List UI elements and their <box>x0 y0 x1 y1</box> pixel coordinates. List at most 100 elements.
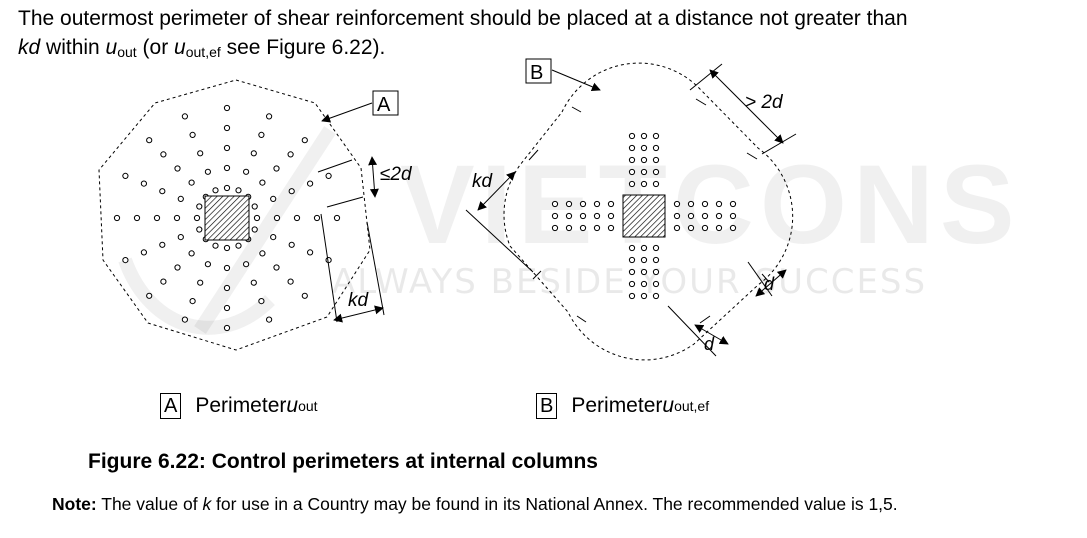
shear-stud <box>146 292 153 299</box>
shear-stud <box>189 131 196 138</box>
shear-stud <box>251 226 258 233</box>
dim-kd-b-ext <box>465 209 534 273</box>
shear-stud <box>313 214 321 222</box>
shear-stud <box>628 256 636 264</box>
shear-stud <box>287 151 294 158</box>
shear-stud <box>212 242 219 249</box>
shear-stud <box>235 187 242 194</box>
watermark-slogan: ALWAYS BESIDE YOUR SUCCESS <box>332 262 928 302</box>
dim-2d-ext-bottom <box>326 196 364 208</box>
figure-caption: Figure 6.22: Control perimeters at inter… <box>88 450 598 473</box>
shear-stud <box>266 113 273 120</box>
dim-kd-label-a: kd <box>348 290 370 311</box>
shear-stud <box>250 279 257 286</box>
tag-b: B <box>530 62 543 84</box>
shear-stud <box>133 214 141 222</box>
shear-stud <box>301 137 308 144</box>
note-text-1: The value of <box>96 494 203 514</box>
shear-stud <box>652 244 660 252</box>
shear-stud <box>223 124 231 132</box>
shear-stud <box>701 200 709 208</box>
shear-stud <box>140 180 147 187</box>
shear-stud <box>579 200 587 208</box>
shear-stud <box>197 150 204 157</box>
shear-stud <box>223 104 231 112</box>
shear-stud <box>628 144 636 152</box>
shear-stud <box>250 150 257 157</box>
shear-stud <box>628 280 636 288</box>
shear-stud <box>197 279 204 286</box>
shear-stud <box>189 298 196 305</box>
dim-kd-line <box>333 305 384 323</box>
shear-stud <box>729 224 737 232</box>
shear-stud <box>628 292 636 300</box>
dim-gt2d-line <box>709 69 784 144</box>
shear-stud <box>551 200 559 208</box>
shear-stud <box>652 292 660 300</box>
shear-stud <box>160 278 167 285</box>
shear-stud <box>204 168 211 175</box>
shear-stud <box>640 268 648 276</box>
shear-stud <box>188 179 195 186</box>
legend-a-tag: A <box>160 393 182 419</box>
intro-text-2: within <box>40 36 106 59</box>
shear-stud <box>153 214 161 222</box>
shear-stud <box>288 241 295 248</box>
shear-stud <box>640 280 648 288</box>
shear-stud <box>212 187 219 194</box>
shear-stud <box>196 203 203 210</box>
dim-d-label-bottom: d <box>704 334 715 354</box>
shear-stud <box>223 164 231 172</box>
shear-stud <box>565 224 573 232</box>
shear-stud <box>579 212 587 220</box>
shear-stud <box>640 156 648 164</box>
shear-stud <box>607 212 615 220</box>
shear-stud <box>159 241 166 248</box>
shear-stud <box>652 180 660 188</box>
figure-b: B > 2d kd d d <box>465 58 797 361</box>
shear-stud <box>223 264 231 272</box>
shear-stud <box>177 195 184 202</box>
shear-stud <box>640 132 648 140</box>
watermark-logo-icon <box>118 126 336 335</box>
dim-d-right-line <box>755 269 787 297</box>
shear-stud <box>640 144 648 152</box>
shear-stud <box>652 256 660 264</box>
shear-stud <box>258 131 265 138</box>
perimeter-u-outef <box>503 62 794 361</box>
shear-stud <box>196 226 203 233</box>
shear-stud <box>673 200 681 208</box>
tag-a-box <box>372 90 399 116</box>
shear-stud <box>687 224 695 232</box>
shear-stud <box>607 200 615 208</box>
shear-stud <box>715 212 723 220</box>
tag-b-box <box>525 58 552 84</box>
legend-a-text: Perimeter <box>195 394 287 417</box>
shear-stud <box>273 165 280 172</box>
note-text-2: for use in a Country may be found in its… <box>211 494 898 514</box>
shear-stud <box>223 144 231 152</box>
shear-stud <box>687 200 695 208</box>
note-label: Note: <box>52 494 97 514</box>
shear-stud <box>223 284 231 292</box>
dim-2d-line <box>368 156 379 198</box>
shear-stud <box>293 214 301 222</box>
shear-stud <box>640 180 648 188</box>
shear-stud <box>270 234 277 241</box>
shear-stud <box>325 172 332 179</box>
dim-2d-ext-top <box>317 159 353 173</box>
shear-stud <box>593 200 601 208</box>
dim-kd-b-line <box>477 171 516 211</box>
shear-stud <box>193 214 201 222</box>
shear-stud <box>652 168 660 176</box>
shear-stud <box>259 250 266 257</box>
intro-text-3: (or <box>136 36 175 59</box>
shear-stud <box>593 224 601 232</box>
column-a <box>204 195 250 241</box>
shear-stud <box>729 212 737 220</box>
legend-b-text: Perimeter <box>571 394 663 417</box>
shear-stud <box>640 292 648 300</box>
shear-stud <box>251 203 258 210</box>
shear-stud <box>673 212 681 220</box>
